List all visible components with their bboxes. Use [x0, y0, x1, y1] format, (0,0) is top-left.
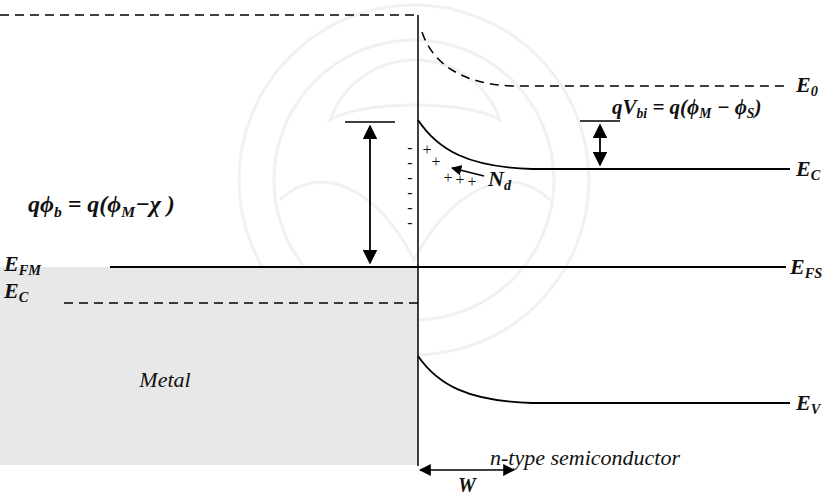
- negative-charge: -: [407, 185, 412, 201]
- barrier-height-formula: qϕb = q(ϕM−χ ): [28, 192, 175, 219]
- semiconductor-fermi-label: EFS: [790, 256, 822, 281]
- conduction-band-label: EC: [796, 158, 820, 183]
- semiconductor-label: n-type semiconductor: [490, 447, 680, 469]
- donor-label: Nd: [488, 168, 511, 193]
- positive-charge: +: [443, 170, 452, 186]
- negative-charge: -: [407, 170, 412, 186]
- metal-label: Metal: [139, 369, 190, 391]
- vacuum-level-label: E0: [796, 74, 818, 99]
- positive-charge: +: [467, 174, 476, 190]
- negative-charge: -: [407, 200, 412, 216]
- valence-band-label: EV: [796, 392, 820, 417]
- metal-conduction-label: EC: [4, 280, 28, 305]
- positive-charge: +: [455, 172, 464, 188]
- negative-charge: -: [407, 140, 412, 156]
- negative-charge: -: [407, 155, 412, 171]
- metal-fill: [0, 267, 418, 465]
- positive-charge: +: [431, 154, 440, 170]
- built-in-potential-formula: qVbi = q(ϕM − ϕS): [612, 97, 761, 121]
- metal-fermi-label: EFM: [4, 253, 41, 278]
- negative-charge: -: [407, 215, 412, 231]
- positive-charge: +: [422, 142, 431, 158]
- width-label: W: [458, 475, 476, 495]
